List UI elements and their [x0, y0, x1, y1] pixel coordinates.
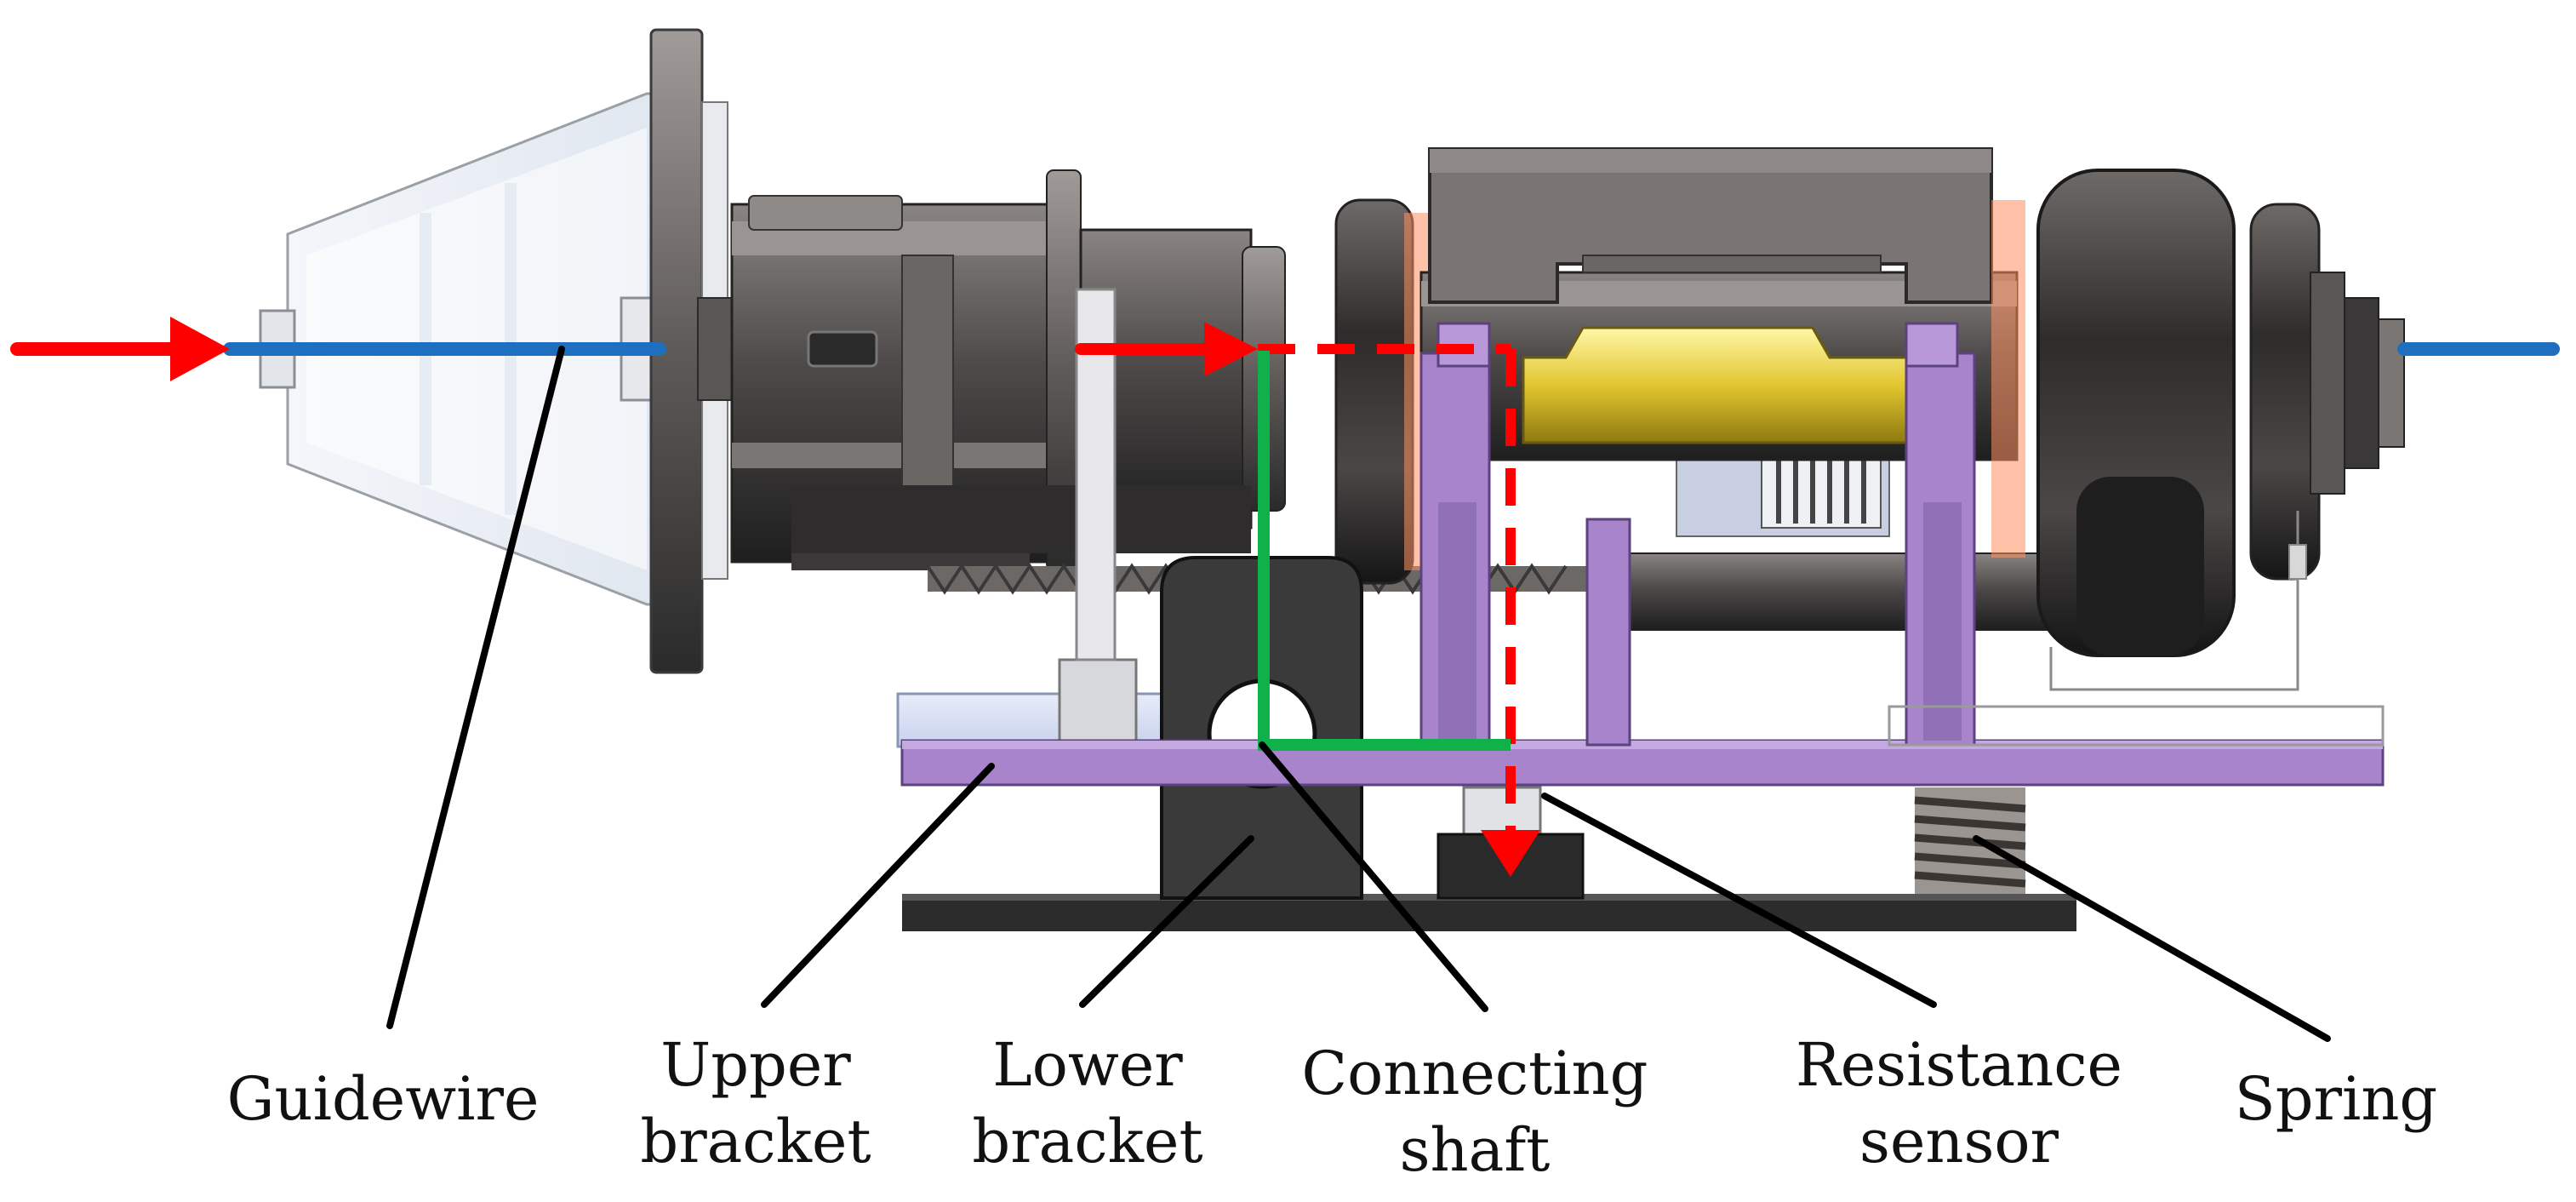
- leader-resistance-sensor: [1541, 793, 1937, 1008]
- labels: Guidewire Upper bracket Lower bracket Co…: [227, 1030, 2438, 1185]
- label-connecting-shaft-line1: Connecting: [1302, 1039, 1648, 1108]
- spring: [1914, 787, 2026, 894]
- leader-connecting-shaft: [1259, 741, 1488, 1012]
- upper-bracket: [900, 322, 2385, 787]
- label-upper-bracket-line2: bracket: [640, 1107, 871, 1176]
- flange: [649, 28, 767, 674]
- clamp-body: [730, 169, 1286, 571]
- leader-spring: [1973, 835, 2331, 1042]
- roller-housing: [1334, 147, 2405, 691]
- direction-arrow-icon: [170, 317, 230, 381]
- base-plate: [902, 894, 2076, 931]
- leader-upper-bracket: [761, 763, 995, 1008]
- label-lower-bracket-line2: bracket: [972, 1107, 1202, 1176]
- leader-lines: [386, 346, 2331, 1042]
- input-force-arrow: [10, 317, 230, 381]
- leader-lower-bracket: [1079, 835, 1254, 1008]
- label-lower-bracket-line1: Lower: [992, 1030, 1183, 1100]
- label-connecting-shaft-line2: shaft: [1400, 1115, 1551, 1185]
- label-upper-bracket-line1: Upper: [660, 1030, 851, 1100]
- direction-arrow-icon: [1204, 322, 1258, 376]
- label-resistance-sensor-line2: sensor: [1859, 1107, 2059, 1176]
- direction-arrow-icon: [1481, 830, 1540, 877]
- leader-guidewire: [386, 346, 565, 1029]
- label-resistance-sensor-line1: Resistance: [1796, 1030, 2122, 1100]
- lever-force-path: [1075, 322, 1540, 877]
- label-spring: Spring: [2235, 1064, 2438, 1134]
- label-guidewire: Guidewire: [227, 1064, 540, 1134]
